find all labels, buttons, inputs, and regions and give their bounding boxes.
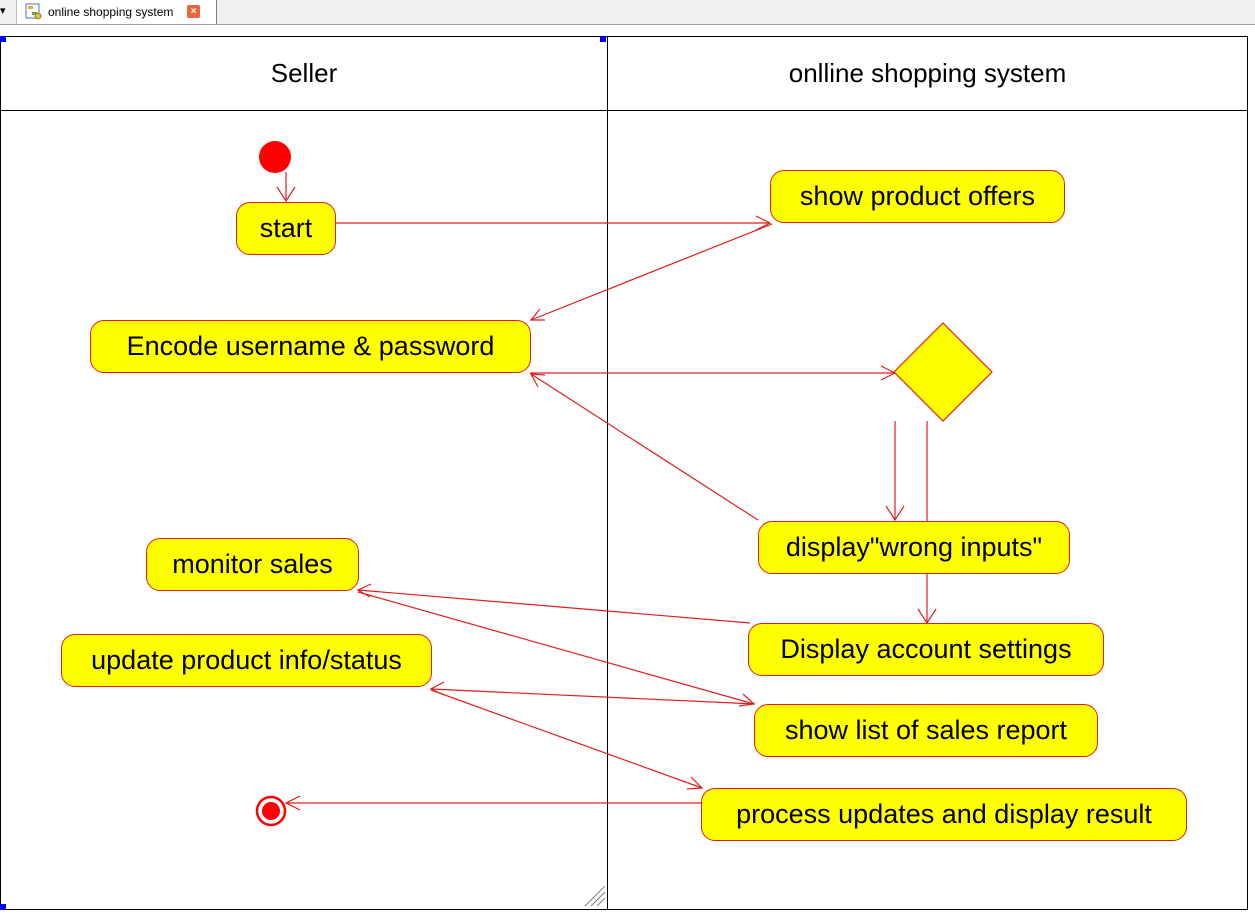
lane-header-seller[interactable]: Seller bbox=[270, 58, 338, 88]
activity-start[interactable]: start bbox=[236, 202, 336, 255]
tab-scroll-arrow-icon[interactable]: ▾ bbox=[0, 5, 6, 17]
arrowhead bbox=[529, 373, 546, 388]
arrowhead bbox=[885, 505, 905, 522]
arrowhead bbox=[284, 795, 301, 811]
selection-handle[interactable] bbox=[0, 904, 6, 910]
flow-settings-to-monitor bbox=[357, 589, 751, 624]
lane-header-system[interactable]: onlline shopping system bbox=[788, 58, 1067, 88]
lane-frame bbox=[0, 36, 1248, 910]
arrowhead bbox=[686, 776, 704, 790]
arrowhead bbox=[755, 215, 772, 231]
arrowhead bbox=[276, 186, 296, 203]
resize-grip-icon bbox=[584, 885, 606, 907]
close-icon[interactable]: × bbox=[187, 5, 200, 18]
activity-show-product-offers[interactable]: show product offers bbox=[770, 170, 1065, 223]
diagram-canvas: Seller onlline shopping system start sho… bbox=[0, 25, 1255, 922]
activity-update-product-info[interactable]: update product info/status bbox=[61, 634, 432, 687]
initial-node bbox=[259, 141, 291, 173]
arrowhead bbox=[529, 308, 545, 321]
final-node-inner bbox=[262, 802, 280, 820]
diagram-lines bbox=[0, 36, 1248, 910]
tab-label: online shopping system bbox=[48, 5, 174, 19]
activity-monitor-sales[interactable]: monitor sales bbox=[146, 538, 359, 591]
arrowhead bbox=[429, 681, 445, 696]
tab-bar: ▾ online shopping system × bbox=[0, 0, 1255, 25]
selection-handle[interactable] bbox=[0, 36, 6, 42]
activity-show-sales-report[interactable]: show list of sales report bbox=[754, 704, 1098, 757]
activity-display-account-settings[interactable]: Display account settings bbox=[748, 623, 1104, 676]
flow-offers-to-encode bbox=[530, 223, 773, 321]
flow-monitor-to-report bbox=[357, 591, 755, 705]
flow-update-to-process bbox=[430, 689, 703, 789]
diagram-icon bbox=[25, 3, 42, 20]
activity-display-wrong-inputs[interactable]: display"wrong inputs" bbox=[758, 521, 1070, 574]
decision-node bbox=[893, 322, 993, 422]
selection-handle[interactable] bbox=[600, 36, 606, 42]
tab-online-shopping-system[interactable]: online shopping system × bbox=[16, 0, 217, 24]
flow-wrong-to-encode bbox=[530, 373, 759, 521]
flow-report-to-update bbox=[430, 688, 756, 705]
activity-encode-credentials[interactable]: Encode username & password bbox=[90, 320, 531, 373]
activity-process-updates[interactable]: process updates and display result bbox=[701, 788, 1187, 841]
